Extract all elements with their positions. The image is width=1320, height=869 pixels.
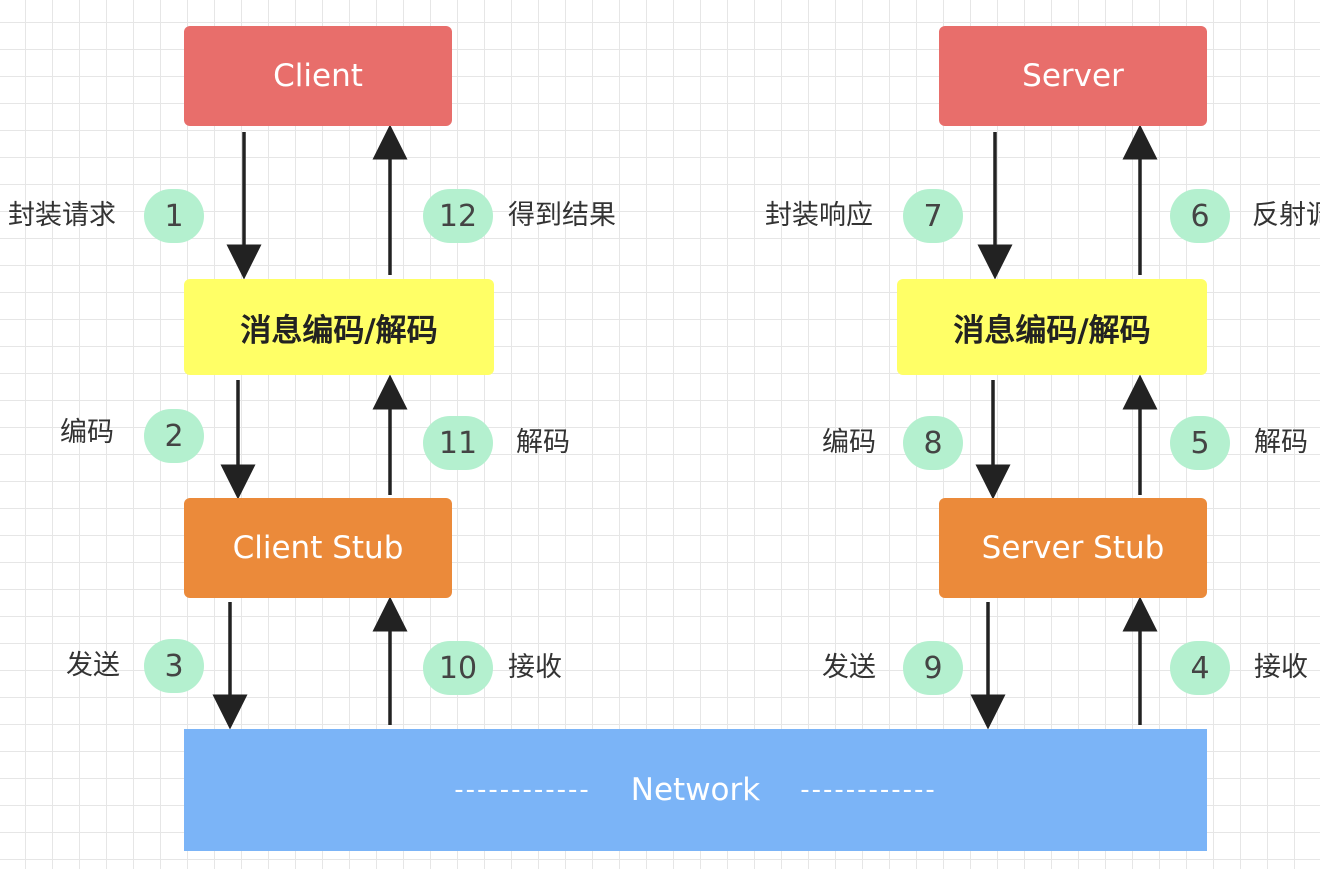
step-label: 得到结果 bbox=[508, 200, 616, 231]
network-box: ------------ Network ------------ bbox=[184, 729, 1207, 851]
step-badge: 8 bbox=[903, 416, 963, 470]
step-badge: 3 bbox=[144, 639, 204, 693]
step-badge: 2 bbox=[144, 409, 204, 463]
step-badge: 9 bbox=[903, 641, 963, 695]
network-dashes-right: ------------ bbox=[800, 775, 937, 805]
network-label: Network bbox=[630, 772, 761, 808]
network-dashes-left: ------------ bbox=[454, 775, 591, 805]
step-label: 解码 bbox=[516, 427, 570, 458]
client-box: Client bbox=[184, 26, 452, 126]
server-codec-box: 消息编码/解码 bbox=[897, 279, 1207, 375]
step-badge: 7 bbox=[903, 189, 963, 243]
step-badge: 11 bbox=[423, 416, 493, 470]
step-label: 接收 bbox=[508, 652, 562, 683]
step-label: 封装请求 bbox=[8, 200, 116, 231]
step-badge: 6 bbox=[1170, 189, 1230, 243]
step-label: 发送 bbox=[66, 650, 120, 681]
step-label: 解码 bbox=[1254, 427, 1308, 458]
step-label: 发送 bbox=[822, 652, 876, 683]
step-label: 编码 bbox=[822, 427, 876, 458]
step-badge: 10 bbox=[423, 641, 493, 695]
step-label: 封装响应 bbox=[765, 200, 873, 231]
server-stub-box: Server Stub bbox=[939, 498, 1207, 598]
client-stub-box: Client Stub bbox=[184, 498, 452, 598]
step-label: 编码 bbox=[60, 417, 114, 448]
step-badge: 1 bbox=[144, 189, 204, 243]
server-box: Server bbox=[939, 26, 1207, 126]
step-badge: 12 bbox=[423, 189, 493, 243]
client-codec-box: 消息编码/解码 bbox=[184, 279, 494, 375]
step-label: 接收 bbox=[1254, 652, 1308, 683]
step-badge: 5 bbox=[1170, 416, 1230, 470]
step-label: 反射调 bbox=[1252, 200, 1320, 231]
step-badge: 4 bbox=[1170, 641, 1230, 695]
